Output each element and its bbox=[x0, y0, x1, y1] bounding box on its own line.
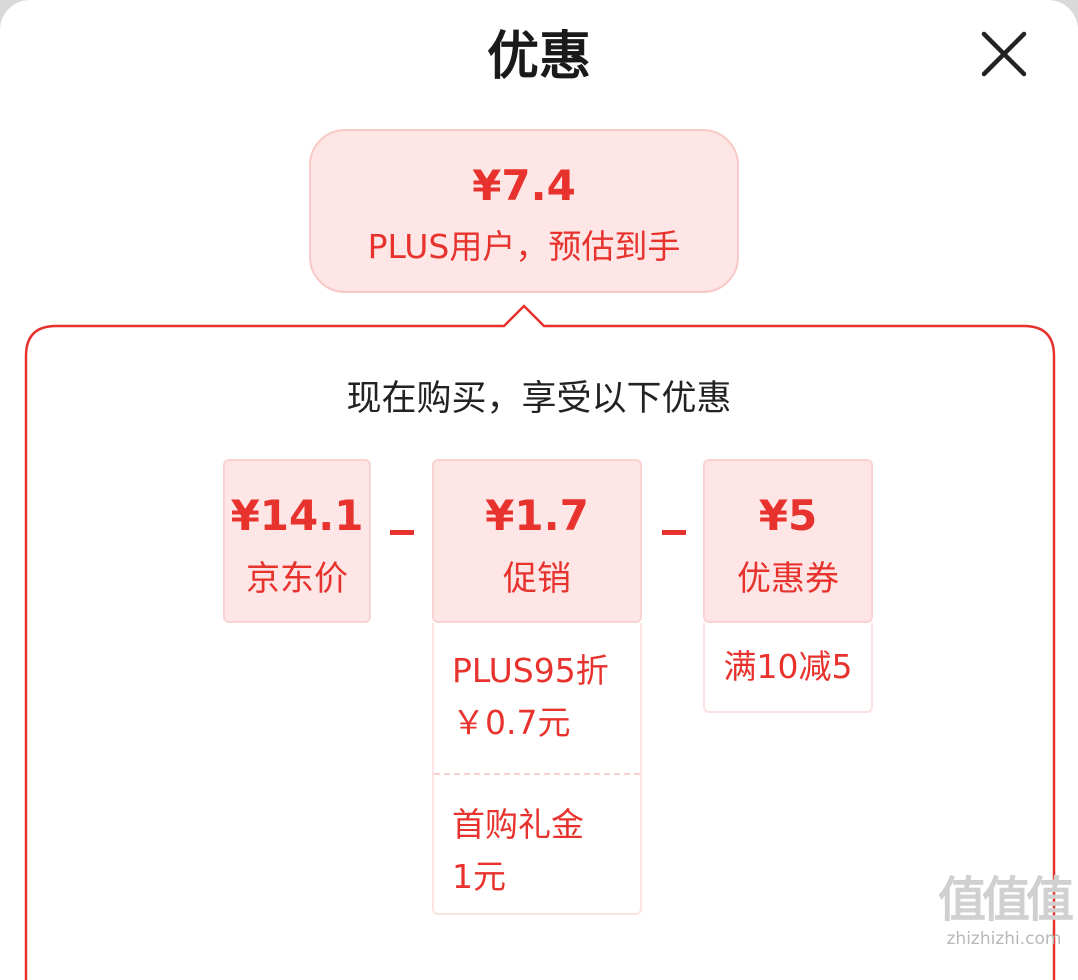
minus-operator bbox=[662, 530, 686, 535]
coupon-detail-item: 满10减5 bbox=[723, 647, 853, 686]
coupon-card: ¥5 优惠券 bbox=[703, 459, 873, 623]
promotion-detail-value: ￥0.7元 bbox=[452, 703, 571, 742]
watermark-logo: 值值值 zhizhizhi.com bbox=[930, 872, 1078, 960]
close-icon[interactable] bbox=[972, 22, 1036, 86]
promotion-detail-list: PLUS95折 ￥0.7元 首购礼金 1元 bbox=[432, 623, 642, 915]
jd-price-label: 京东价 bbox=[246, 559, 348, 599]
promotion-detail-title: 首购礼金 bbox=[452, 805, 584, 844]
coupon-detail-list: 满10减5 bbox=[703, 623, 873, 713]
coupon-label: 优惠券 bbox=[737, 559, 839, 599]
promotion-amount: ¥1.7 bbox=[485, 491, 589, 540]
promotion-detail-value: 1元 bbox=[452, 857, 506, 896]
estimated-price-label: PLUS用户，预估到手 bbox=[367, 227, 681, 266]
promotion-detail-item: 首购礼金 1元 bbox=[434, 773, 640, 927]
promotion-card: ¥1.7 促销 bbox=[432, 459, 642, 623]
minus-operator bbox=[390, 530, 414, 535]
sheet-title: 优惠 bbox=[486, 27, 591, 87]
estimated-price: ¥7.4 bbox=[472, 161, 576, 210]
jd-price-amount: ¥14.1 bbox=[230, 491, 364, 540]
watermark-glyphs: 值值值 bbox=[937, 872, 1074, 928]
estimated-price-bubble: ¥7.4 PLUS用户，预估到手 bbox=[309, 129, 739, 293]
promotion-detail-title: PLUS95折 bbox=[452, 651, 609, 690]
watermark-text: zhizhizhi.com bbox=[946, 929, 1062, 949]
jd-price-card: ¥14.1 京东价 bbox=[223, 459, 371, 623]
discount-panel-frame bbox=[24, 304, 1056, 980]
promotion-detail-item: PLUS95折 ￥0.7元 bbox=[434, 623, 640, 773]
promotion-label: 促销 bbox=[503, 559, 571, 599]
coupon-amount: ¥5 bbox=[758, 491, 818, 540]
panel-subtitle: 现在购买，享受以下优惠 bbox=[346, 379, 732, 419]
